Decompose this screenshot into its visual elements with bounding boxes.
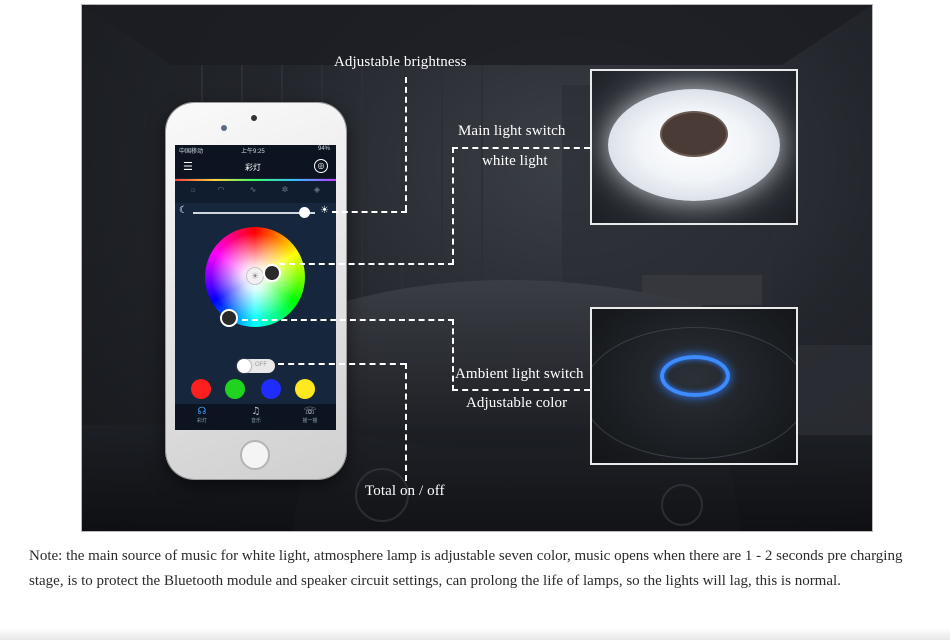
color-wheel[interactable]: ☀ <box>205 227 305 327</box>
mode-tab-5[interactable]: ◈ <box>313 185 321 194</box>
slider-handle[interactable] <box>299 207 310 218</box>
status-time: 上午9:25 <box>241 149 265 155</box>
bottom-nav: ☊ 彩灯 ♫ 音乐 ☏ 摇一摇 <box>175 404 336 430</box>
ambient-color-knob[interactable] <box>220 309 238 327</box>
white-light-photo <box>590 69 798 225</box>
ambient-light-photo <box>590 307 798 465</box>
product-hero-image: 中国移动 上午9:25 94% ☰ 彩灯 ◎ ☼ ◠ ∿ ✲ ◈ ☾ ☀ <box>81 4 873 532</box>
annotation-ambient-switch: Ambient light switch <box>455 366 584 382</box>
nav-item-music[interactable]: ♫ 音乐 <box>241 406 271 424</box>
annotation-brightness: Adjustable brightness <box>334 54 467 70</box>
music-icon: ♫ <box>251 406 261 417</box>
mode-tab-2[interactable]: ◠ <box>217 185 225 194</box>
home-button <box>240 440 270 470</box>
app-header: ☰ 彩灯 ◎ <box>175 156 336 178</box>
main-switch-line-top <box>452 147 590 149</box>
total-line-vertical <box>405 363 407 481</box>
switch-label: OFF <box>255 362 267 368</box>
nav-item-shake[interactable]: ☏ 摇一摇 <box>295 406 325 424</box>
total-switch[interactable]: OFF <box>237 359 275 373</box>
phone-speaker <box>251 115 257 121</box>
mode-tabs: ☼ ◠ ∿ ✲ ◈ <box>175 179 336 203</box>
app-title: 彩灯 <box>245 163 261 172</box>
note-text: Note: the main source of music for white… <box>29 548 903 589</box>
brightness-line-vertical <box>405 77 407 211</box>
lamp-speaker-center <box>660 111 728 157</box>
total-line-horizontal <box>278 363 406 365</box>
annotation-total-onoff: Total on / off <box>365 483 445 499</box>
ambient-line-vertical <box>452 319 454 391</box>
menu-icon[interactable]: ☰ <box>183 160 193 173</box>
lamp-body-dark <box>592 327 796 459</box>
mode-tab-4[interactable]: ✲ <box>281 185 289 194</box>
bottom-shadow <box>0 628 950 640</box>
moon-icon: ☾ <box>179 205 188 216</box>
color-swatch-blue[interactable] <box>261 379 281 399</box>
color-lamp-icon: ☊ <box>197 406 207 417</box>
bulb-icon: ☀ <box>246 267 264 285</box>
status-carrier: 中国移动 <box>179 149 204 155</box>
color-swatch-green[interactable] <box>225 379 245 399</box>
nav-label: 摇一摇 <box>302 418 318 424</box>
annotation-main-switch: Main light switch <box>458 123 566 139</box>
annotation-white-light: white light <box>482 153 548 169</box>
switch-knob <box>237 359 251 373</box>
brightness-line-horizontal <box>332 211 407 213</box>
brightness-slider[interactable]: ☾ ☀ <box>179 205 332 219</box>
power-icon[interactable]: ◎ <box>314 159 328 173</box>
color-swatch-yellow[interactable] <box>295 379 315 399</box>
shake-icon: ☏ <box>303 406 317 417</box>
ambient-blue-ring <box>660 355 730 397</box>
ambient-line-top <box>242 319 454 321</box>
mode-tab-1[interactable]: ☼ <box>189 185 197 194</box>
slider-track <box>193 212 315 214</box>
mode-tab-3[interactable]: ∿ <box>249 185 257 194</box>
nav-label: 音乐 <box>250 418 261 424</box>
status-battery: 94% <box>317 146 330 152</box>
phone-camera <box>221 125 227 131</box>
app-screen: 中国移动 上午9:25 94% ☰ 彩灯 ◎ ☼ ◠ ∿ ✲ ◈ ☾ ☀ <box>175 145 336 430</box>
nav-item-color[interactable]: ☊ 彩灯 <box>187 406 217 424</box>
main-switch-line-vertical <box>452 147 454 265</box>
white-light-knob[interactable] <box>263 264 281 282</box>
sun-icon: ☀ <box>320 205 329 216</box>
annotation-adjustable-color: Adjustable color <box>466 395 568 411</box>
main-switch-line-bottom <box>279 263 454 265</box>
smartphone: 中国移动 上午9:25 94% ☰ 彩灯 ◎ ☼ ◠ ∿ ✲ ◈ ☾ ☀ <box>166 103 346 479</box>
nav-label: 彩灯 <box>196 418 207 424</box>
ambient-line-bottom <box>452 389 590 391</box>
color-swatch-red[interactable] <box>191 379 211 399</box>
status-bar: 中国移动 上午9:25 94% <box>175 145 336 156</box>
